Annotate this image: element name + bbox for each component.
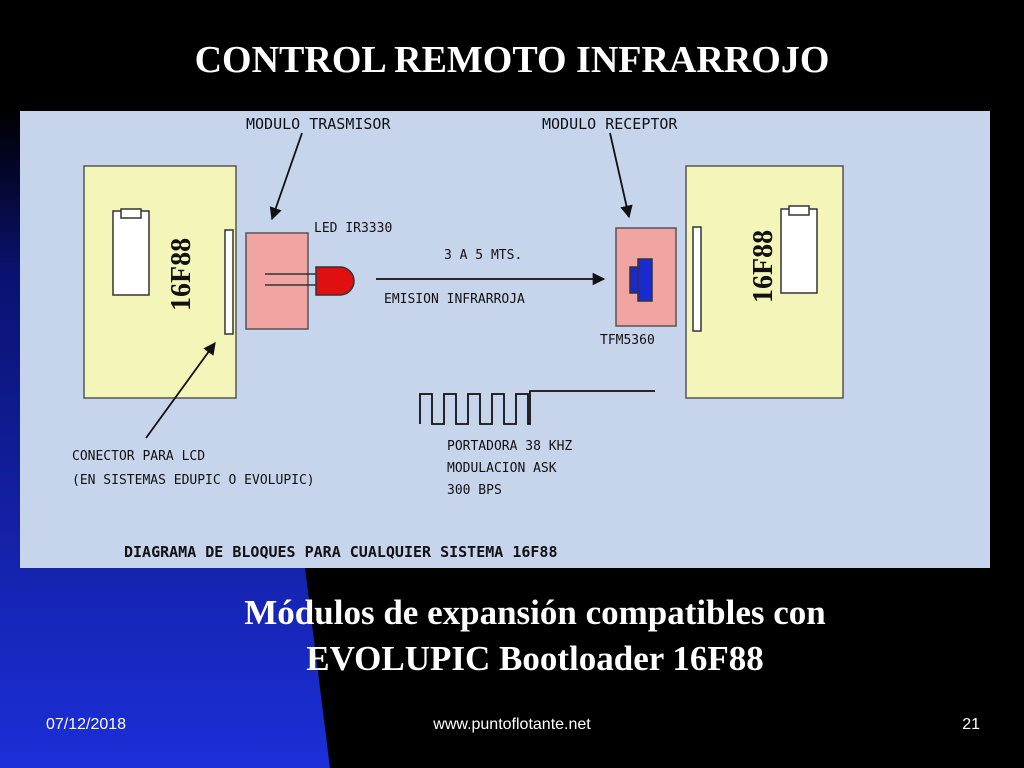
left-chip-label: 16F88: [166, 238, 197, 311]
footer-url: www.puntoflotante.net: [433, 716, 591, 733]
subtitle-line-1: Módulos de expansión compatibles con: [244, 593, 826, 632]
transmitter-module: [245, 232, 309, 330]
subtitle-line-2: EVOLUPIC Bootloader 16F88: [306, 639, 764, 678]
carrier-label-line3: 300 BPS: [447, 483, 502, 498]
emission-label: EMISION INFRARROJA: [384, 292, 525, 307]
ir-sensor-lens: [637, 258, 653, 302]
receiver-pointer-arrow: [609, 132, 633, 219]
led-label: LED IR3330: [314, 221, 392, 236]
sensor-label: TFM5360: [600, 333, 655, 348]
transmitter-label: MODULO TRASMISOR: [246, 115, 391, 133]
diagram-caption: DIAGRAMA DE BLOQUES PARA CUALQUIER SISTE…: [124, 543, 557, 561]
lcd-connector: [224, 229, 234, 335]
right-chip-label: 16F88: [748, 230, 779, 303]
transmitter-pointer-arrow: [269, 132, 303, 221]
slide-subtitle: Módulos de expansión compatibles con EVO…: [120, 590, 950, 682]
right-connector-overlay: [692, 226, 702, 332]
receiver-label: MODULO RECEPTOR: [542, 115, 678, 133]
carrier-label-line2: MODULACION ASK: [447, 461, 557, 476]
left-board: [83, 165, 237, 399]
connector-pointer-arrow: [145, 341, 216, 439]
modulated-waveform: [419, 390, 655, 425]
connector-label-line2: (EN SISTEMAS EDUPIC O EVOLUPIC): [72, 473, 315, 488]
block-diagram: 16F88 16F88 MODULO TRASMISOR MODULO RECE…: [20, 111, 990, 568]
right-chip: [780, 208, 818, 294]
connector-label-line1: CONECTOR PARA LCD: [72, 449, 205, 464]
slide-title: CONTROL REMOTO INFRARROJO: [194, 39, 830, 81]
carrier-label-line1: PORTADORA 38 KHZ: [447, 439, 572, 454]
left-chip: [112, 210, 150, 296]
right-chip-notch: [788, 205, 810, 216]
page-number: 21: [962, 716, 980, 733]
distance-label: 3 A 5 MTS.: [444, 248, 522, 263]
left-chip-notch: [120, 208, 142, 219]
footer-date: 07/12/2018: [46, 716, 127, 733]
ir-led: [315, 266, 355, 296]
